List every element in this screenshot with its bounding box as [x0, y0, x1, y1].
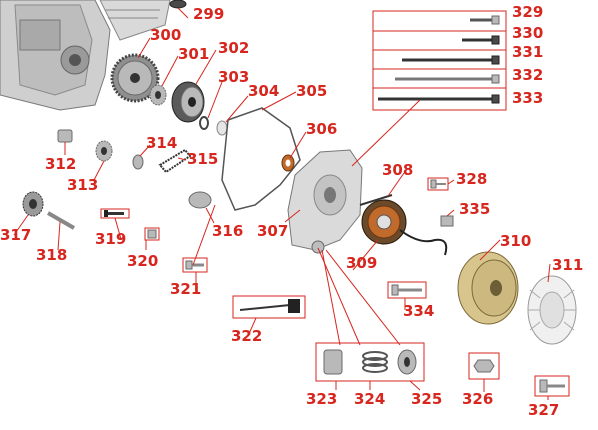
part-305-gasket — [221, 107, 301, 211]
part-313-starter-drive — [95, 140, 113, 162]
part-307-cover — [287, 149, 363, 254]
label-329: 329 — [512, 3, 543, 21]
part-318-shaft — [47, 211, 75, 230]
part-306-oilseal — [281, 154, 295, 172]
label-308: 308 — [382, 161, 413, 179]
label-323: 323 — [306, 390, 337, 408]
part-320-nut — [144, 227, 160, 241]
label-334: 334 — [403, 302, 434, 320]
part-315-chain — [158, 148, 192, 174]
label-333: 333 — [512, 89, 543, 107]
part-300-gear — [110, 53, 160, 103]
part-304-seal — [216, 120, 228, 136]
label-321: 321 — [170, 280, 201, 298]
part-311-fan — [527, 275, 577, 345]
part-299-cap — [169, 0, 187, 9]
label-312: 312 — [45, 155, 76, 173]
label-301: 301 — [178, 45, 209, 63]
label-320: 320 — [127, 252, 158, 270]
part-312-bushing — [57, 129, 73, 143]
label-306: 306 — [306, 120, 337, 138]
label-335: 335 — [459, 200, 490, 218]
label-307: 307 — [257, 222, 288, 240]
part-334-bolt — [387, 281, 427, 299]
engine-block — [0, 0, 171, 111]
label-300: 300 — [150, 26, 181, 44]
label-314: 314 — [146, 134, 177, 152]
label-322: 322 — [231, 327, 262, 345]
part-303-washer — [199, 116, 209, 130]
label-332: 332 — [512, 66, 543, 84]
label-319: 319 — [95, 230, 126, 248]
part-327-bolt — [534, 375, 570, 397]
part-labels: 299 300 301 302 303 304 305 306 307 308 … — [0, 3, 583, 419]
label-331: 331 — [512, 43, 543, 61]
label-309: 309 — [346, 254, 377, 272]
part-326-nut — [468, 352, 500, 380]
label-326: 326 — [462, 390, 493, 408]
part-314-sprocket — [132, 154, 144, 170]
part-321-bolt — [182, 257, 208, 273]
leader-lines — [13, 7, 551, 400]
part-319-bolt — [100, 208, 130, 219]
part-302-drum — [171, 81, 205, 123]
part-335-screw — [440, 215, 454, 227]
label-310: 310 — [500, 232, 531, 250]
label-315: 315 — [187, 150, 218, 168]
label-303: 303 — [218, 68, 249, 86]
label-311: 311 — [552, 256, 583, 274]
label-317: 317 — [0, 226, 31, 244]
part-317-gear — [22, 191, 44, 217]
part-308-bracket — [359, 194, 393, 206]
part-301-gear — [149, 84, 167, 106]
label-304: 304 — [248, 82, 279, 100]
label-316: 316 — [212, 222, 243, 240]
label-302: 302 — [218, 39, 249, 57]
part-323-325-assembly — [315, 342, 425, 382]
part-328-bolt — [427, 177, 449, 191]
part-316-plate — [188, 191, 212, 209]
label-328: 328 — [456, 170, 487, 188]
label-305: 305 — [296, 82, 327, 100]
label-299: 299 — [193, 5, 224, 23]
label-313: 313 — [67, 176, 98, 194]
label-318: 318 — [36, 246, 67, 264]
part-309-stator — [361, 199, 448, 256]
part-322-dipstick — [232, 295, 306, 319]
part-310-flywheel — [457, 251, 519, 325]
label-330: 330 — [512, 24, 543, 42]
label-324: 324 — [354, 390, 385, 408]
bolt-rack — [372, 10, 507, 111]
label-327: 327 — [528, 401, 559, 419]
label-325: 325 — [411, 390, 442, 408]
